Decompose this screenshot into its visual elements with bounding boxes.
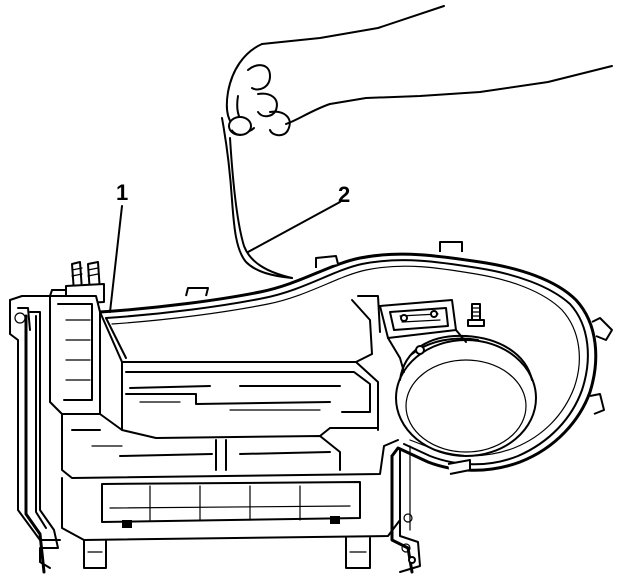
callout-1: 1: [109, 180, 128, 313]
leader-line-1: [109, 205, 123, 313]
callout-label-2: 2: [338, 182, 350, 207]
hvac-housing: [9, 241, 613, 574]
callout-2: 2: [247, 182, 350, 253]
string-line: [221, 117, 293, 279]
callout-label-1: 1: [116, 180, 128, 205]
leader-line-2: [247, 201, 341, 253]
blower-scroll: [379, 299, 537, 457]
hand-illustration: [225, 5, 613, 137]
